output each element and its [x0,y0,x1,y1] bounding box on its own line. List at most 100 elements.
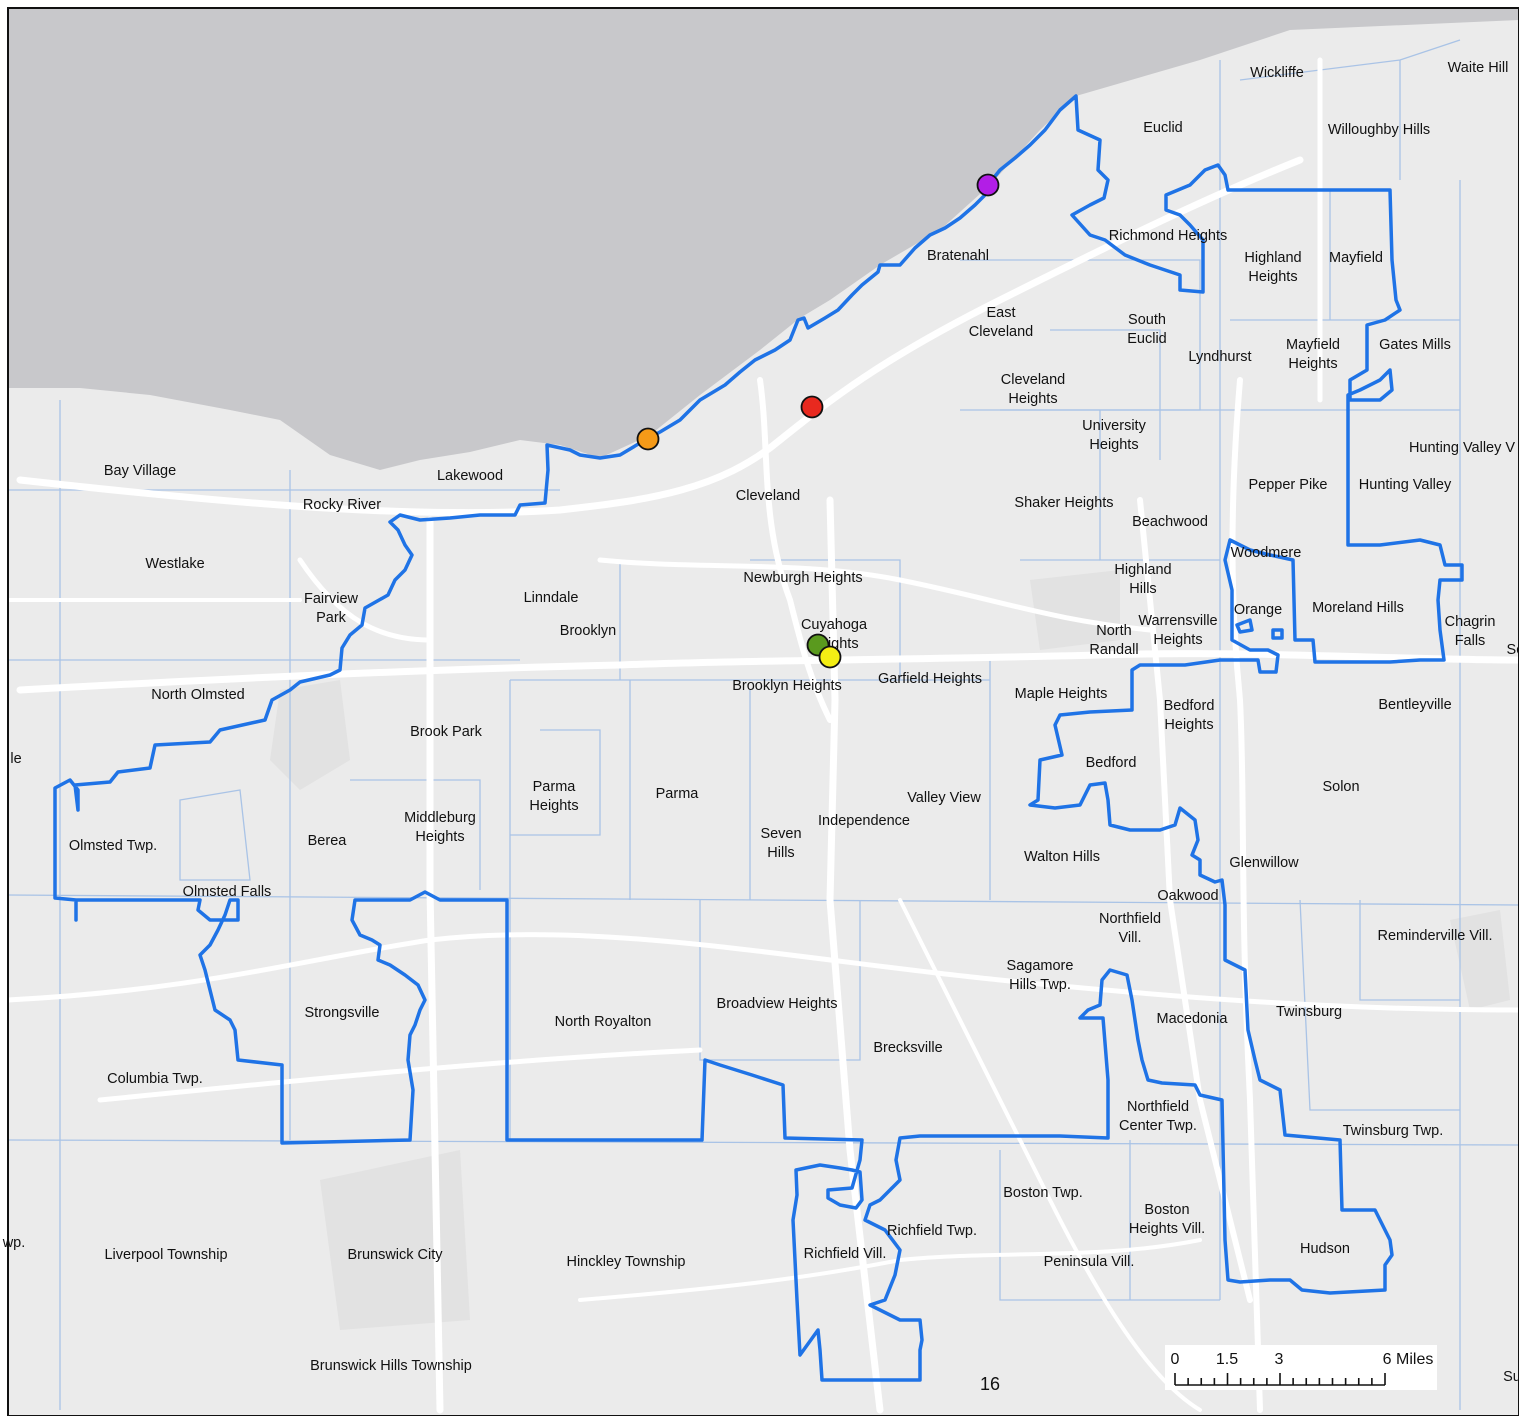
scale-bar-label: 6 Miles [1383,1351,1434,1368]
municipal-boundaries [7,39,1519,1410]
place-label: Independence [818,813,910,829]
place-label: Willoughby Hills [1328,122,1430,138]
lake-erie [8,8,1519,470]
place-label: Woodmere [1231,545,1302,561]
place-label: Hinckley Township [566,1254,685,1270]
site-markers [636,173,1000,669]
place-label: Bedford [1086,755,1137,771]
page-number: 16 [980,1374,1000,1394]
place-label: Hunting Valley [1359,477,1452,493]
scale-bar-labels: 0 1.5 3 6 Miles [1171,1351,1434,1368]
place-label: le [10,751,21,767]
place-label: Glenwillow [1229,855,1299,871]
place-label: Brunswick City [347,1247,443,1263]
place-label: Shaker Heights [1014,495,1113,511]
place-label: Twinsburg Twp. [1343,1123,1443,1139]
place-label: Brooklyn [560,623,616,639]
place-label: Rocky River [303,497,381,513]
place-label: Gates Mills [1379,337,1451,353]
place-label: Oakwood [1157,888,1218,904]
place-label: Newburgh Heights [743,570,862,586]
scale-bar-label: 0 [1171,1351,1180,1368]
place-label: Orange [1234,602,1282,618]
place-label: Maple Heights [1015,686,1108,702]
place-label: Bratenahl [927,248,989,264]
place-label: Sc [1507,642,1519,658]
place-label: Pepper Pike [1249,477,1328,493]
scale-bar-background [1165,1345,1437,1390]
place-label: Mayfield [1329,250,1383,266]
place-label: Liverpool Township [104,1247,227,1263]
place-label: Bay Village [104,463,176,479]
place-label: Beachwood [1132,514,1208,530]
place-label: Solon [1322,779,1359,795]
district-boundary [53,94,1464,1382]
scale-bar: 0 1.5 3 6 Miles [1165,1345,1437,1390]
place-label: Walton Hills [1024,849,1100,865]
place-label: Strongsville [305,1005,380,1021]
place-label: Linndale [524,590,579,606]
place-label: wp. [2,1235,26,1251]
place-label: Macedonia [1157,1011,1229,1027]
place-label: Hudson [1300,1241,1350,1257]
place-label: Twinsburg [1276,1004,1342,1020]
place-label: Boston Twp. [1003,1185,1083,1201]
place-label: Lyndhurst [1188,349,1251,365]
place-label: Brunswick Hills Township [310,1358,472,1374]
place-label: Brecksville [873,1040,942,1056]
place-label: Valley View [907,790,981,806]
place-label: Brook Park [410,724,482,740]
place-label: North Royalton [555,1014,652,1030]
scale-bar-ticks [1174,1373,1386,1386]
map-frame-border [7,7,1519,1416]
place-label: Cleveland [736,488,801,504]
place-label: Peninsula Vill. [1044,1254,1135,1270]
place-label: Brooklyn Heights [732,678,842,694]
place-label: Richmond Heights [1109,228,1227,244]
place-label: Broadview Heights [717,996,838,1012]
place-label: Wickliffe [1250,65,1304,81]
place-label: Lakewood [437,468,503,484]
place-label: Reminderville Vill. [1378,928,1493,944]
scale-bar-label: 3 [1275,1351,1284,1368]
place-label: Su [1503,1369,1519,1385]
yellow-marker[interactable] [818,645,842,669]
red-marker[interactable] [800,395,824,419]
place-label: Richfield Vill. [804,1246,887,1262]
place-label: Waite Hill [1448,60,1509,76]
place-label: Olmsted Twp. [69,838,157,854]
place-label: Euclid [1143,120,1183,136]
place-label: North Olmsted [151,687,244,703]
road-network [5,57,1519,1414]
place-label: Moreland Hills [1312,600,1404,616]
place-label: Richfield Twp. [887,1223,977,1239]
place-label: Columbia Twp. [107,1071,203,1087]
place-label: Bentleyville [1378,697,1451,713]
scale-bar-label: 1.5 [1216,1351,1238,1368]
place-label: Olmsted Falls [183,884,272,900]
place-label: Hunting Valley V [1409,440,1515,456]
purple-marker[interactable] [976,173,1000,197]
orange-marker[interactable] [636,427,660,451]
place-label: Berea [308,833,348,849]
